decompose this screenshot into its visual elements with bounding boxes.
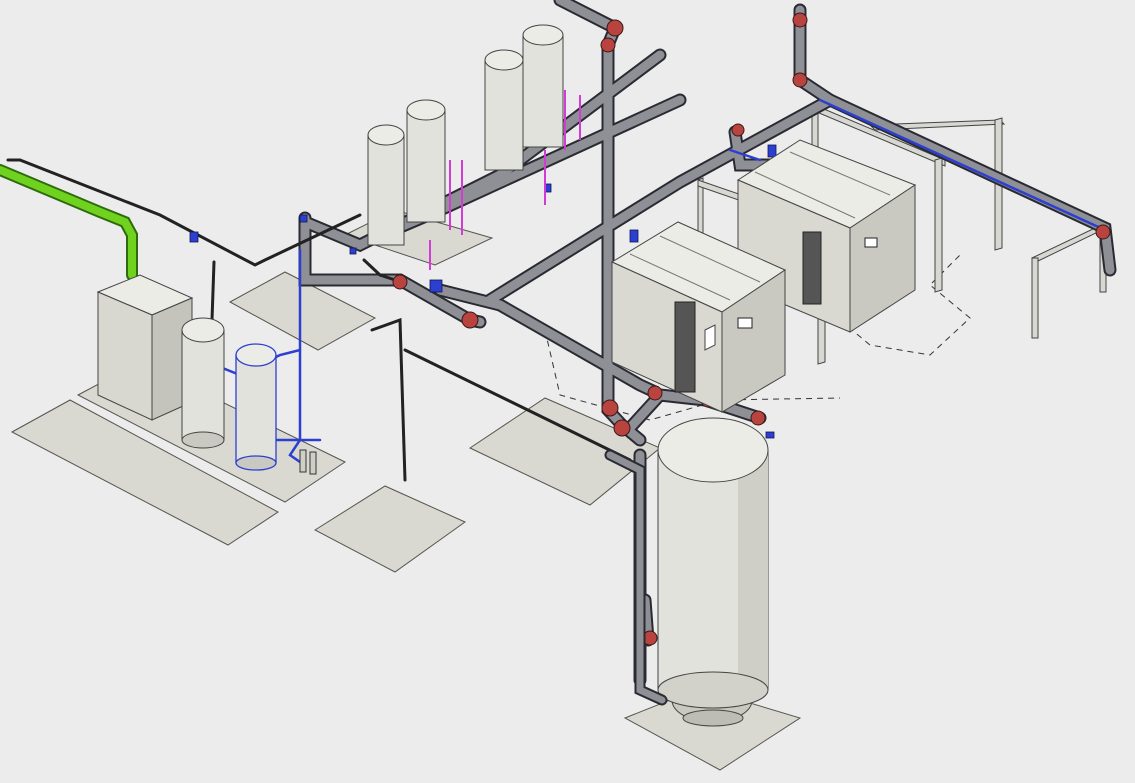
flanges [189,144,777,439]
dryer-towers-right-pair [484,24,564,171]
compressor-package-left [96,274,194,421]
dryer-towers-left-pair [367,99,446,246]
drain-lines [429,90,581,270]
receiver-tank-small-1 [181,317,225,449]
receiver-tank-large [657,417,769,727]
pipe-elbows [392,12,1111,646]
slab-lower-center [313,485,466,573]
slab-left-long [10,399,279,546]
filter-unit-left [299,449,317,475]
receiver-tank-small-2 [235,343,277,471]
slab-small-center [228,271,377,351]
compressor-package-right-front [610,221,787,413]
